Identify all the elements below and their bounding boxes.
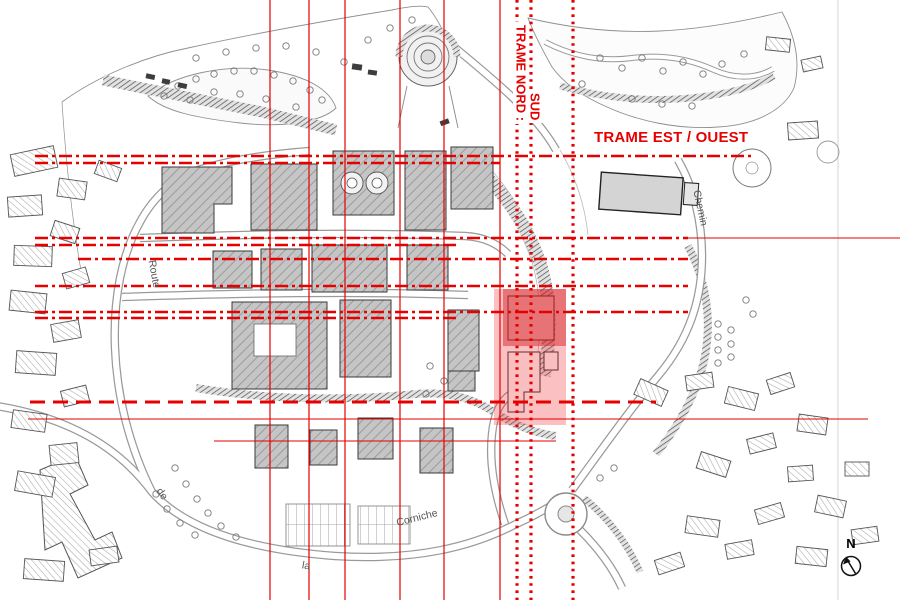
trees [152,16,757,541]
large-perimeter-building [39,454,123,579]
north-arrow: N [836,536,866,586]
tank-structure [732,148,772,188]
trame-nord-sud-label-sud: SUD [527,90,543,124]
east-building [598,171,700,216]
roundabout-island [557,505,575,523]
round-courtyards [340,171,389,195]
slope-structures [145,63,450,127]
campus-buildings [161,146,494,474]
courtyard [253,323,297,357]
compass-icon [840,555,862,577]
site-highlight [503,289,566,346]
roads-fill [0,39,775,590]
tank-structure-center [745,161,759,175]
north-label: N [846,536,856,551]
amphitheatre [395,24,461,129]
trame-est-ouest-label: TRAME EST / OUEST [591,129,752,147]
perimeter-houses [6,36,880,582]
small-round-structure [816,140,840,164]
slope-hatch-bands [101,72,776,574]
parking-lots [285,503,411,547]
trame-nord-sud-label: TRAME NORD : [513,22,529,125]
